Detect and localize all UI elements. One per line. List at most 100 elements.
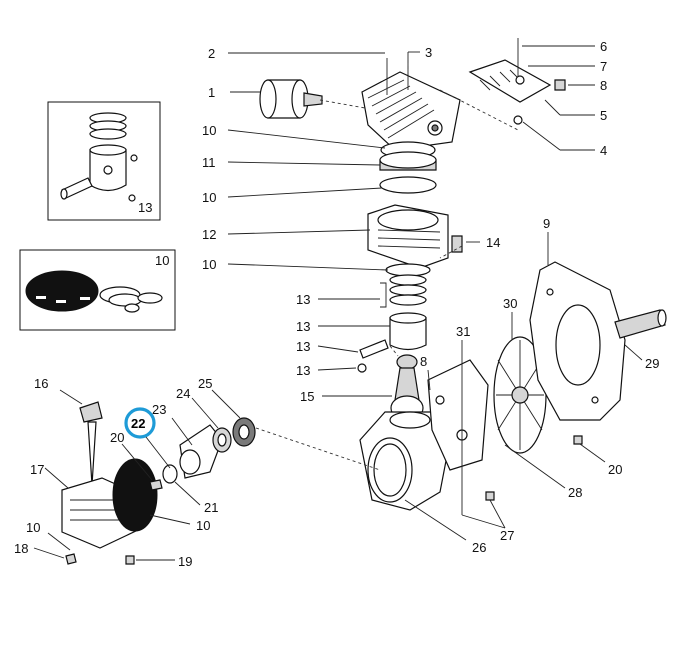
callout-13c: 13 [296, 319, 310, 334]
part-shroud: 9 [529, 216, 626, 421]
callout-14: 14 [486, 235, 500, 250]
part-cylinder: 12 10 [202, 204, 449, 277]
callout-4: 4 [600, 143, 607, 158]
part-cylinder-head: 2 3 [208, 45, 461, 151]
inset-pin-hole [103, 165, 113, 175]
washer-21 [162, 464, 178, 484]
gasket-10-left [112, 458, 158, 532]
dash-pin-rod [389, 345, 399, 357]
inset-gasket-hole-1 [36, 296, 46, 299]
leader-4a [522, 121, 561, 151]
leader-10b [227, 129, 386, 149]
screw-20-right [573, 435, 583, 445]
screw-14 [451, 235, 463, 253]
callout-8: 8 [600, 78, 607, 93]
callout-16: 16 [34, 376, 48, 391]
callout-10f: 10 [196, 518, 210, 533]
callout-13d: 13 [296, 339, 310, 354]
alignment-lines [319, 60, 463, 357]
inset-clip-1 [130, 154, 138, 162]
callout-3: 3 [425, 45, 432, 60]
leader-26 [404, 499, 467, 541]
callout-13e: 13 [296, 363, 310, 378]
ring-3 [389, 294, 427, 306]
pin-clip [357, 363, 367, 373]
leader-13e [317, 367, 357, 371]
shroud-opening [555, 304, 601, 386]
leader-18 [33, 547, 65, 559]
leader-24 [191, 397, 219, 429]
air-filter-stem [303, 92, 323, 107]
air-filter-face [259, 79, 277, 119]
rod-small-end [396, 354, 418, 370]
leader-16 [59, 389, 83, 405]
part-air-filter: 1 [208, 79, 323, 119]
callout-2: 2 [208, 46, 215, 61]
leader-8b [427, 369, 431, 391]
leader-13-bracket [380, 282, 387, 308]
cylinder-gasket [385, 263, 431, 277]
ring-1 [389, 274, 427, 286]
callout-22[interactable]: 22 [131, 416, 145, 431]
baffle-plate [427, 359, 489, 471]
washer-7 [515, 75, 525, 85]
inset-gasket-box: 10 [19, 249, 176, 331]
leader-23 [171, 417, 193, 446]
leader-25 [211, 389, 241, 419]
callout-18: 18 [14, 541, 28, 556]
baffle-hole-2 [435, 395, 445, 405]
leader-10f [149, 514, 191, 525]
cylinder-fins [377, 229, 441, 249]
part-valve-stack: 10 11 10 [202, 123, 437, 205]
inset-o-ring-4 [124, 303, 140, 313]
valve-16-stem [87, 421, 97, 486]
callout-10b: 10 [202, 123, 216, 138]
alignment-dash-bracket [439, 89, 519, 131]
piston-top [389, 312, 427, 324]
callout-31: 31 [456, 324, 470, 339]
leader-21 [174, 481, 201, 506]
callout-6: 6 [600, 39, 607, 54]
rod-beam [394, 367, 420, 401]
ring-2 [389, 284, 427, 296]
leader-13d [317, 345, 359, 353]
alignment-dash-crank [255, 427, 381, 471]
highlight-ring-22[interactable] [124, 407, 156, 439]
inset-gasket-hole-3 [80, 297, 90, 300]
valve-16-head [79, 401, 103, 423]
callout-29: 29 [645, 356, 659, 371]
head-body [361, 71, 461, 151]
leader-10g [47, 532, 71, 551]
callout-10c: 10 [202, 190, 216, 205]
shaft-end [657, 309, 667, 327]
inset-clip-2 [128, 194, 136, 202]
part-hub-28: 28 [504, 444, 582, 500]
inset-o-ring-3 [137, 292, 163, 304]
callout-12: 12 [202, 227, 216, 242]
dash-screw-cylinder [439, 245, 463, 259]
callout-8b: 8 [420, 354, 427, 369]
leader-27b [489, 499, 506, 529]
leader-20c [579, 443, 606, 463]
inset-wrist-pin-end [60, 188, 68, 200]
part-valve-cover-assembly: 16 17 10 10 18 19 20 [14, 376, 210, 569]
leader-27a [461, 514, 506, 529]
leader-5a [544, 99, 561, 116]
callout-13-inset: 13 [138, 200, 152, 215]
screw-18 [65, 553, 77, 565]
gasket-bottom [379, 176, 437, 194]
inset-gasket-hole-2 [56, 300, 66, 303]
bracket-teeth [479, 69, 521, 91]
shaft-29 [614, 309, 666, 339]
part-piston: 13 13 13 13 [296, 274, 427, 378]
screw-8 [554, 79, 566, 91]
part-screw-20-right: 20 [573, 435, 622, 477]
bolt-27 [485, 491, 495, 501]
callout-11: 11 [202, 155, 216, 170]
part-screw-14: 14 [451, 235, 500, 253]
leader-10c [227, 187, 383, 198]
callout-25: 25 [198, 376, 212, 391]
fan-hub [511, 386, 529, 404]
leader-20a [121, 443, 153, 481]
